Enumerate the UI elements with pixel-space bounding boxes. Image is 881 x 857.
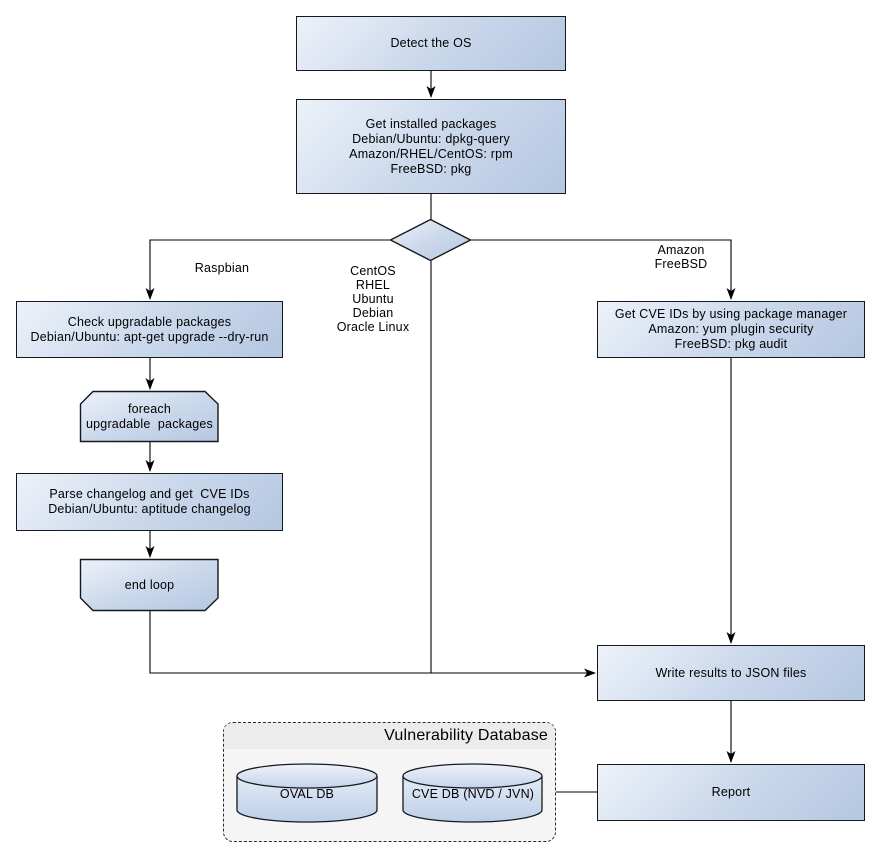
vulnerability-database-container: Vulnerability Database xyxy=(223,722,556,842)
end-loop-label-wrap: end loop xyxy=(80,559,219,611)
branch-label-raspbian: Raspbian xyxy=(194,261,250,275)
cve-db-label: CVE DB (NVD / JVN) xyxy=(411,787,535,801)
node-get-cve-ids-package-manager: Get CVE IDs by using package manager Ama… xyxy=(597,301,865,358)
os-decision-diamond xyxy=(388,218,473,262)
node-get-installed-packages-label: Get installed packages Debian/Ubuntu: dp… xyxy=(349,116,513,176)
node-write-results-json-label: Write results to JSON files xyxy=(655,665,807,680)
end-loop-label: end loop xyxy=(124,577,175,592)
node-check-upgradable-packages: Check upgradable packages Debian/Ubuntu:… xyxy=(16,301,283,358)
oval-db-label: OVAL DB xyxy=(279,787,335,801)
vulnerability-database-title: Vulnerability Database xyxy=(224,723,555,749)
branch-label-amazon-freebsd: Amazon FreeBSD xyxy=(654,243,708,271)
node-report: Report xyxy=(597,764,865,821)
node-detect-os: Detect the OS xyxy=(296,16,566,71)
foreach-loop-label-wrap: foreach upgradable packages xyxy=(80,391,219,442)
node-parse-changelog-label: Parse changelog and get CVE IDs Debian/U… xyxy=(48,487,251,516)
branch-label-centos-rhel-ubuntu-debian-oracle: CentOS RHEL Ubuntu Debian Oracle Linux xyxy=(336,264,410,334)
node-get-installed-packages: Get installed packages Debian/Ubuntu: dp… xyxy=(296,99,566,194)
node-write-results-json: Write results to JSON files xyxy=(597,645,865,701)
node-get-cve-ids-package-manager-label: Get CVE IDs by using package manager Ama… xyxy=(614,307,848,351)
connector-endloop-to-write xyxy=(149,611,596,678)
node-report-label: Report xyxy=(711,785,751,799)
node-check-upgradable-packages-label: Check upgradable packages Debian/Ubuntu:… xyxy=(30,314,269,344)
foreach-loop-label: foreach upgradable packages xyxy=(85,401,213,431)
node-detect-os-label: Detect the OS xyxy=(390,36,472,50)
node-parse-changelog: Parse changelog and get CVE IDs Debian/U… xyxy=(16,473,283,531)
